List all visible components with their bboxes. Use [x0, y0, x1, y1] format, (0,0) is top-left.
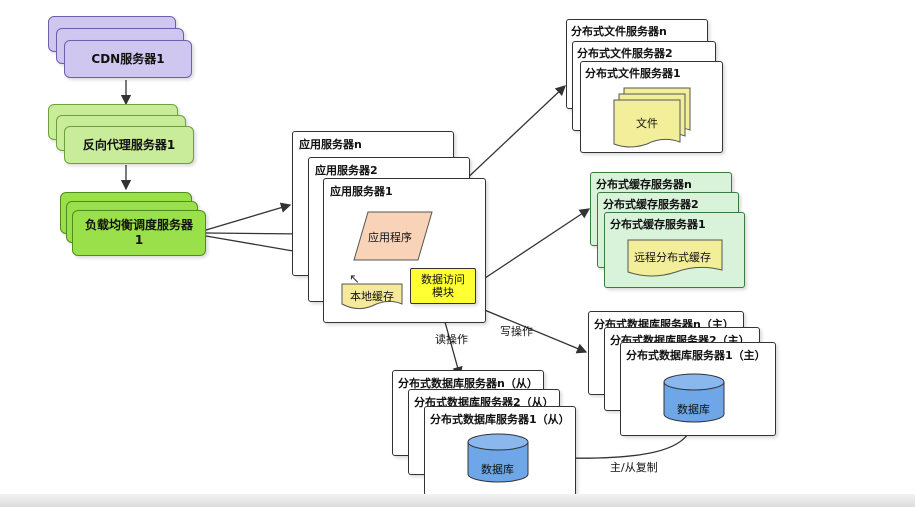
- file-server-n-title: 分布式文件服务器n: [571, 25, 667, 38]
- remote-cache-shape: [627, 239, 723, 277]
- cdn-server-1: CDN服务器1: [64, 40, 192, 78]
- replication-label: 主/从复制: [610, 461, 658, 474]
- cache-server-1-title: 分布式缓存服务器1: [610, 218, 706, 231]
- edge-balancer-to-appn: [205, 202, 292, 231]
- app-program-shape: [353, 211, 433, 261]
- app-server-1-title: 应用服务器1: [330, 185, 393, 198]
- cdn-server-label: CDN服务器1: [91, 51, 165, 66]
- file-label: 文件: [636, 117, 658, 130]
- master-db-1-title: 分布式数据库服务器1（主）: [626, 349, 766, 362]
- cache-server-2-title: 分布式缓存服务器2: [603, 198, 699, 211]
- file-server-2-title: 分布式文件服务器2: [577, 47, 673, 60]
- slave-db-2-title: 分布式数据库服务器2（从）: [414, 396, 554, 409]
- read-operation-label: 读操作: [435, 333, 468, 346]
- edge-balancer-to-app2: [205, 228, 308, 240]
- app-server-n-title: 应用服务器n: [299, 138, 362, 151]
- data-access-label: 数据访问 模块: [421, 273, 465, 299]
- reverse-proxy-server-1: 反向代理服务器1: [64, 126, 194, 164]
- master-database-icon: [663, 382, 725, 423]
- remote-cache-label: 远程分布式缓存: [634, 251, 711, 264]
- edge-access-to-cache: [475, 208, 591, 285]
- app-server-2-title: 应用服务器2: [315, 164, 378, 177]
- slave-db-n-title: 分布式数据库服务器n（从）: [398, 377, 538, 390]
- mouse-cursor-icon: ↖: [349, 272, 360, 287]
- edge-access-to-master: [469, 303, 588, 354]
- data-access-module: 数据访问 模块: [410, 268, 476, 304]
- file-server-1-title: 分布式文件服务器1: [585, 67, 681, 80]
- bottom-bar: [0, 494, 915, 507]
- cache-server-n-title: 分布式缓存服务器n: [596, 178, 692, 191]
- write-operation-label: 写操作: [500, 325, 533, 338]
- slave-db-label: 数据库: [481, 463, 514, 476]
- slave-db-1-title: 分布式数据库服务器1（从）: [430, 413, 570, 426]
- load-balancer-label: 负载均衡调度服务器 1: [84, 218, 193, 247]
- app-program-label: 应用程序: [368, 231, 412, 244]
- master-db-label: 数据库: [677, 403, 710, 416]
- slave-database-icon: [467, 442, 529, 483]
- reverse-proxy-label: 反向代理服务器1: [82, 137, 176, 152]
- local-cache-shape: [341, 283, 403, 310]
- local-cache-label: 本地缓存: [350, 290, 394, 303]
- file-shape: [613, 99, 681, 148]
- slave-database-icon-top: [467, 433, 529, 451]
- load-balancer-server-1: 负载均衡调度服务器 1: [72, 210, 206, 256]
- master-database-icon-top: [663, 373, 725, 391]
